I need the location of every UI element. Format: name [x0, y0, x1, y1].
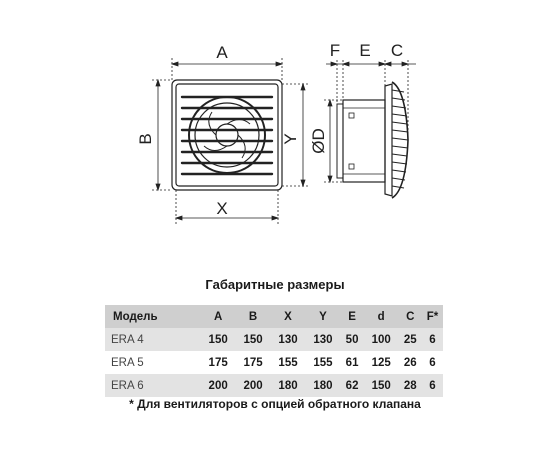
table-cell: 62 [340, 374, 364, 397]
table-header-row: Модель A B X Y E d C F* [105, 305, 443, 328]
table-cell: ERA 6 [105, 374, 201, 397]
header-cell: Модель [105, 305, 201, 328]
table-cell: 125 [371, 356, 391, 369]
table-cell: 130 [305, 328, 341, 351]
housing-body [384, 83, 393, 197]
dimensions-table: Модель A B X Y E d C F* ERA 4 150 150 13… [105, 305, 443, 397]
table-cell: 175 [208, 356, 228, 369]
label-d: ØD [309, 128, 328, 154]
header-cell: E [340, 305, 364, 328]
duct-spigot [342, 99, 386, 183]
header-cell: F* [421, 305, 443, 328]
table-cell: 200 [235, 374, 271, 397]
table-cell: ERA 5 [111, 356, 144, 369]
header-cell: A [200, 305, 236, 328]
header-cell: d [363, 305, 399, 328]
table-cell: 28 [398, 374, 422, 397]
table-cell: 155 [278, 356, 298, 369]
grille-fins [391, 89, 409, 189]
header-cell: C [398, 305, 422, 328]
table-row: ERA 5 175 175 155 155 61 125 26 6 [105, 351, 443, 374]
header-cell: B [235, 305, 271, 328]
table-cell: 50 [340, 328, 364, 351]
front-panel-outer [171, 79, 283, 191]
table-cell: 180 [270, 374, 306, 397]
label-a: A [216, 43, 228, 62]
side-dimensions [324, 60, 416, 184]
table-title: Габаритные размеры [205, 277, 345, 292]
label-x: X [216, 199, 227, 218]
table-cell: 6 [421, 374, 443, 397]
front-view [171, 79, 283, 191]
table-cell: 25 [398, 328, 422, 351]
technical-drawing: A B X Y [136, 41, 416, 224]
fan-ring-inner [194, 102, 260, 168]
footnote: * Для вентиляторов с опцией обратного кл… [129, 397, 421, 411]
table-cell: 26 [403, 356, 417, 369]
front-dimensions [152, 58, 309, 224]
table-cell: 6 [429, 356, 436, 369]
table-cell: 61 [345, 356, 359, 369]
label-y: Y [281, 133, 300, 144]
front-panel-inner [175, 83, 279, 187]
table-cell: 150 [235, 328, 271, 351]
table-cell: 150 [200, 328, 236, 351]
table-cell: 6 [421, 328, 443, 351]
label-b: B [136, 133, 155, 144]
label-f: F [330, 41, 340, 60]
table-cell: 200 [200, 374, 236, 397]
table-cell: ERA 4 [105, 328, 201, 351]
table-cell: 100 [363, 328, 399, 351]
header-cell: Y [305, 305, 341, 328]
table-row: ERA 6 200 200 180 180 62 150 28 6 [105, 374, 443, 397]
table-cell: 175 [243, 356, 263, 369]
table-cell: 155 [313, 356, 333, 369]
table-cell: 130 [270, 328, 306, 351]
table-cell: 180 [305, 374, 341, 397]
table-row: ERA 4 150 150 130 130 50 100 25 6 [105, 328, 443, 351]
fan-ring-outer [188, 96, 266, 174]
impeller-hub [215, 123, 239, 147]
flap-flange [336, 103, 344, 179]
impeller-blades [203, 111, 251, 159]
label-c: C [391, 41, 403, 60]
table-cell: 150 [363, 374, 399, 397]
header-cell: X [270, 305, 306, 328]
label-e: E [359, 41, 370, 60]
side-view [336, 81, 409, 199]
